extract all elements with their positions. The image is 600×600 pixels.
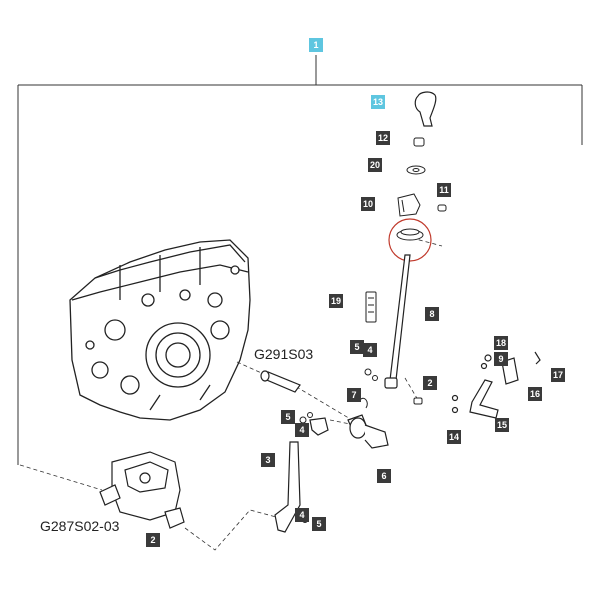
callout-8-lever[interactable]: 8 <box>425 307 439 321</box>
callout-4-clip-upper[interactable]: 4 <box>363 343 377 357</box>
bracket-15-part <box>451 379 499 419</box>
plate-19-part <box>365 291 377 323</box>
callout-17-spring[interactable]: 17 <box>551 368 566 382</box>
callout-10-bracket[interactable]: 10 <box>361 197 376 211</box>
callout-2-bolt-left[interactable]: 2 <box>146 533 160 547</box>
callout-16-bracket[interactable]: 16 <box>528 387 543 401</box>
gearbox-part <box>99 451 185 529</box>
lever-boot-part <box>388 218 432 262</box>
lever-knob <box>414 91 437 127</box>
lever-assembly-6-part <box>309 414 389 449</box>
callout-7-spring[interactable]: 7 <box>347 388 361 402</box>
callout-5-pin-lower[interactable]: 5 <box>312 517 326 531</box>
callout-12-nut[interactable]: 12 <box>376 131 391 145</box>
callout-2-bolt-right[interactable]: 2 <box>423 376 437 390</box>
callout-15-bracket[interactable]: 15 <box>495 418 510 432</box>
callout-5-pin-middle[interactable]: 5 <box>281 410 295 424</box>
callout-4-clip-lower[interactable]: 4 <box>295 508 309 522</box>
bracket-16-part <box>480 351 541 385</box>
shift-rod-part <box>260 370 301 393</box>
assembly-callout-1[interactable]: 1 <box>309 38 323 52</box>
callout-9-bolt[interactable]: 9 <box>494 352 508 366</box>
bracket-10-part <box>397 193 447 217</box>
callout-14-bolt[interactable]: 14 <box>447 430 462 444</box>
callout-11-screw[interactable]: 11 <box>437 183 451 197</box>
callout-13-knob[interactable]: 13 <box>371 95 386 109</box>
callout-19-plate[interactable]: 19 <box>329 294 344 308</box>
callout-3-link-rod[interactable]: 3 <box>261 453 275 467</box>
transmission-housing <box>69 239 251 421</box>
shift-lever-rod <box>384 254 411 389</box>
callout-18-nut[interactable]: 18 <box>494 336 509 350</box>
reference-g291s03[interactable]: G291S03 <box>254 346 314 362</box>
callout-20-washer[interactable]: 20 <box>368 158 383 172</box>
link-rod-3-part <box>274 441 301 533</box>
washer-part <box>406 165 426 175</box>
callout-5-pin-upper[interactable]: 5 <box>350 340 364 354</box>
nut-part <box>413 137 425 147</box>
callout-6-lever-assembly[interactable]: 6 <box>377 469 391 483</box>
callout-4-clip-middle[interactable]: 4 <box>295 423 309 437</box>
reference-g287s02-03[interactable]: G287S02-03 <box>40 518 120 534</box>
assembly-bracket-lines <box>17 55 583 465</box>
